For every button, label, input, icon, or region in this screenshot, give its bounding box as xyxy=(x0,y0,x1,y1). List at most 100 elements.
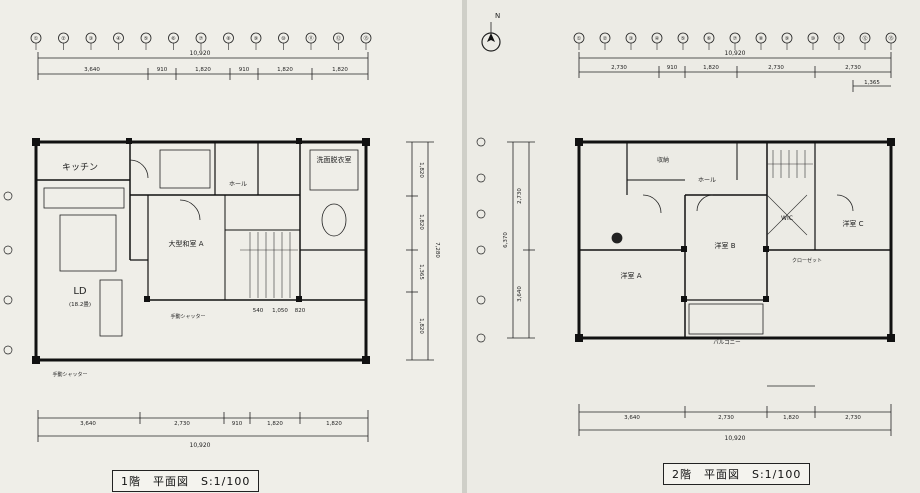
grid-bubble-label: ① xyxy=(34,36,39,42)
floor2-grid-bubbles: ① ② ③ ④ ⑤ ⑥ ⑦ ⑧ ⑨ ⑩ ⑪ ⑫ ⑬ xyxy=(573,32,897,50)
floor1-top-dim-4: 910 xyxy=(239,67,250,73)
grid-bubble-label: ⑪ xyxy=(308,35,313,42)
floor2-room-balcony: バルコニー xyxy=(713,339,740,346)
grid-bubble-label: ⑨ xyxy=(254,36,258,42)
floor1-fixtures xyxy=(43,149,359,337)
floor2-bottom-dim-4: 2,730 xyxy=(845,415,861,421)
floor2-bottom-dim-1: 3,640 xyxy=(624,415,640,421)
floor2-top-dim-2: 910 xyxy=(667,65,678,71)
floor1-columns xyxy=(32,138,370,364)
north-label: N xyxy=(495,12,500,20)
floor1-grid-bubbles: ① ② ③ ④ ⑤ ⑥ ⑦ ⑧ ⑨ ⑩ ⑪ ⑫ ⑬ xyxy=(30,32,372,50)
floor2-room-closet2: クローゼット xyxy=(792,257,822,264)
grid-bubble-label: ⑦ xyxy=(199,36,204,42)
grid-bubble-label: ⑧ xyxy=(759,36,764,42)
floor1-right-dim-4: 1,820 xyxy=(418,318,424,334)
grid-bubble-label: ③ xyxy=(89,36,93,42)
grid-bubble-label: ⑫ xyxy=(336,35,341,42)
floor1-bottom-dim-1: 3,640 xyxy=(80,421,96,427)
grid-bubble-label: ⑤ xyxy=(144,36,148,42)
floor1-walls xyxy=(34,140,368,362)
floor1-sub-dim-2: 1,050 xyxy=(272,308,288,314)
floor2-room-wic: WIC xyxy=(781,215,793,222)
floor2-room-hall: ホール xyxy=(698,177,716,184)
floor1-bottom-dim-5: 1,820 xyxy=(326,421,342,427)
grid-bubble-label: ⑫ xyxy=(862,35,867,42)
floor2-room-closet: 収納 xyxy=(657,156,669,164)
grid-bubble-label: ① xyxy=(577,36,582,42)
floor2-top-dim-5: 2,730 xyxy=(845,65,861,71)
floor1-room-washroom: 洗面脱衣室 xyxy=(317,155,352,164)
floor2-title: 2階 平面図 S:1/100 xyxy=(663,463,811,485)
grid-bubble-label: ⑨ xyxy=(785,36,789,42)
floor2-top-dim-1: 2,730 xyxy=(611,65,627,71)
north-arrow-icon xyxy=(481,22,501,52)
floor1-right-total: 7,280 xyxy=(434,242,440,258)
floor2-columns xyxy=(575,138,895,342)
floor1-top-dim-2: 910 xyxy=(157,67,168,73)
floor2-stairs xyxy=(766,150,813,236)
floor2-left-dim-1: 2,730 xyxy=(517,188,523,204)
grid-bubble-label: ⑩ xyxy=(281,36,286,42)
grid-bubble-label: ⑧ xyxy=(226,36,231,42)
floor1-sheet: ① ② ③ ④ ⑤ ⑥ ⑦ ⑧ ⑨ ⑩ ⑪ ⑫ ⑬ 10,920 3,640 910 1,820 910… xyxy=(0,0,462,493)
floor2-fixtures xyxy=(611,194,854,335)
floor1-right-dim-2: 1,820 xyxy=(418,214,424,230)
floor1-room-kitchen: キッチン xyxy=(62,162,98,173)
floor2-left-dim-2: 3,640 xyxy=(517,286,523,302)
floor1-bottom-dim-3: 910 xyxy=(232,421,243,427)
grid-bubble-label: ④ xyxy=(116,36,121,42)
floor1-sub-dim-3: 820 xyxy=(295,308,306,314)
floor1-room-hall: ホール xyxy=(229,181,247,188)
grid-bubble-label: ⑤ xyxy=(681,36,685,42)
floor1-stairs xyxy=(240,232,298,298)
floor2-bottom-dim-3: 1,820 xyxy=(783,415,799,421)
floor2-top-dimensions xyxy=(578,52,892,92)
floor2-bottom-dimensions xyxy=(578,385,892,436)
grid-bubble-label: ⑥ xyxy=(171,36,176,42)
floor2-top-total: 10,920 xyxy=(725,50,746,57)
floor2-room-western-c: 洋室 C xyxy=(842,219,863,228)
grid-bubble-label: ⑬ xyxy=(888,35,893,42)
floor2-total-width-bottom: 10,920 xyxy=(725,435,746,442)
floor2-left-total: 6,370 xyxy=(503,232,509,248)
grid-bubble-label: ② xyxy=(61,36,66,42)
floor2-walls xyxy=(577,140,893,340)
floor2-top-dim-4: 2,730 xyxy=(768,65,784,71)
floor1-title: 1階 平面図 S:1/100 xyxy=(112,470,260,492)
grid-bubble-label: ② xyxy=(603,36,608,42)
grid-bubble-label: ⑦ xyxy=(733,36,738,42)
floor1-bottom-dimensions xyxy=(37,410,369,442)
floor1-room-ld-size: (18.2畳) xyxy=(69,301,91,308)
floor1-sub-dim-1: 540 xyxy=(253,308,264,314)
floor2-bottom-dim-2: 2,730 xyxy=(718,415,734,421)
floor1-top-dim-3: 1,820 xyxy=(195,67,211,73)
floor1-room-ld: LD xyxy=(73,286,87,297)
floor1-total-width-top: 10,920 xyxy=(190,50,211,57)
floor1-right-dim-3: 1,365 xyxy=(418,264,424,280)
floor1-plan: ① ② ③ ④ ⑤ ⑥ ⑦ ⑧ ⑨ ⑩ ⑪ ⑫ ⑬ 10,920 3,640 910 1,820 910… xyxy=(3,32,440,449)
floor2-left-dimensions xyxy=(507,141,535,339)
floor1-total-width-bottom: 10,920 xyxy=(190,442,211,449)
floor2-left-bubbles xyxy=(476,137,486,343)
floor1-bottom-dim-4: 1,820 xyxy=(267,421,283,427)
floor2-plan: N ① ② ③ ④ ⑤ ⑥ ⑦ ⑧ ⑨ ⑩ ⑪ ⑫ ⑬ 10,920 2,730 910 1,820 2… xyxy=(476,12,897,442)
floor1-shutter-note-2: 手動シャッター xyxy=(170,313,205,320)
floor1-bottom-dim-2: 2,730 xyxy=(174,421,190,427)
floor2-sub-top-dim: 1,365 xyxy=(864,80,880,86)
floor2-room-western-a: 洋室 A xyxy=(620,271,641,280)
grid-bubble-label: ⑬ xyxy=(363,35,368,42)
floor1-room-japanese: 大型和室 A xyxy=(168,239,203,248)
floor1-right-dimensions xyxy=(406,141,434,361)
floor2-room-western-b: 洋室 B xyxy=(714,241,735,250)
floor2-top-dim-3: 1,820 xyxy=(703,65,719,71)
floor1-top-dim-6: 1,820 xyxy=(332,67,348,73)
floor1-top-dimensions xyxy=(37,52,369,80)
floor1-top-dim-1: 3,640 xyxy=(84,67,100,73)
grid-bubble-label: ⑩ xyxy=(811,36,816,42)
grid-bubble-label: ⑪ xyxy=(836,35,841,42)
grid-bubble-label: ③ xyxy=(629,36,633,42)
grid-bubble-label: ④ xyxy=(655,36,660,42)
grid-bubble-label: ⑥ xyxy=(707,36,712,42)
